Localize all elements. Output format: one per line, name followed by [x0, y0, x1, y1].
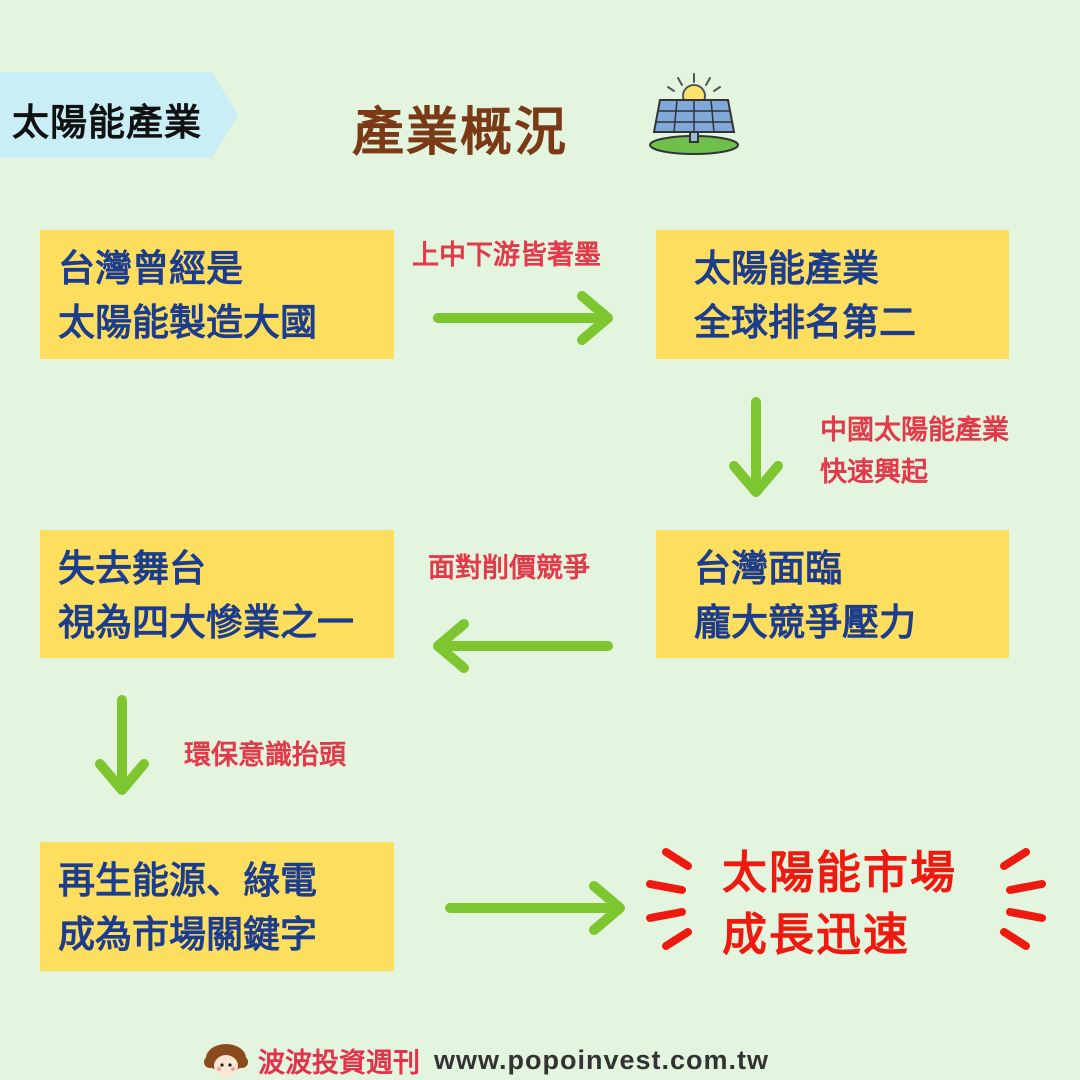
- page-title: 產業概況: [352, 103, 569, 163]
- box-line: 台灣面臨: [694, 547, 842, 590]
- result-line: 太陽能市場: [722, 846, 958, 899]
- solar-panel-icon: [649, 73, 739, 155]
- box-line: 再生能源、綠電: [58, 859, 317, 902]
- footer-brand: 波波投資週刊: [258, 1047, 420, 1079]
- box-taiwan-manufacturing: 台灣曾經是 太陽能製造大國: [40, 230, 394, 359]
- box-renewable-energy: 再生能源、綠電 成為市場關鍵字: [40, 842, 394, 971]
- result-text: 太陽能市場 成長迅速: [722, 842, 957, 966]
- category-tag-label: 太陽能產業: [12, 101, 202, 144]
- footer-url[interactable]: www.popoinvest.com.tw: [434, 1044, 770, 1075]
- category-tag: 太陽能產業: [0, 72, 238, 158]
- burst-right-icon: [1000, 848, 1046, 950]
- label-line: 中國太陽能產業: [820, 415, 1009, 446]
- label-price-war: 面對削價競爭: [428, 553, 590, 584]
- arrow-down-1: [729, 397, 783, 497]
- label-china-rise: 中國太陽能產業 快速興起: [820, 410, 1009, 494]
- label-environment: 環保意識抬頭: [184, 740, 346, 771]
- box-line: 台灣曾經是: [58, 247, 243, 290]
- box-line: 成為市場關鍵字: [58, 913, 317, 956]
- box-line: 太陽能產業: [694, 247, 879, 290]
- footer: 波波投資週刊 www.popoinvest.com.tw: [204, 1040, 769, 1080]
- result-line: 成長迅速: [722, 908, 911, 961]
- arrow-right-2: [445, 881, 625, 935]
- box-line: 失去舞台: [58, 547, 206, 590]
- label-line: 快速興起: [820, 457, 928, 488]
- box-line: 太陽能製造大國: [58, 301, 317, 344]
- burst-left-icon: [646, 848, 692, 950]
- mascot-icon: [204, 1044, 248, 1077]
- box-line: 全球排名第二: [694, 301, 916, 344]
- box-lost-stage: 失去舞台 視為四大慘業之一: [40, 530, 394, 658]
- arrow-right-1: [433, 291, 613, 345]
- box-line: 龐大競爭壓力: [694, 601, 916, 644]
- arrow-down-2: [95, 695, 149, 795]
- label-supply-chain: 上中下游皆著墨: [412, 240, 601, 271]
- box-global-ranking: 太陽能產業 全球排名第二: [656, 230, 1009, 359]
- box-competition-pressure: 台灣面臨 龐大競爭壓力: [656, 530, 1009, 658]
- arrow-left-1: [433, 619, 613, 673]
- box-line: 視為四大慘業之一: [58, 601, 354, 644]
